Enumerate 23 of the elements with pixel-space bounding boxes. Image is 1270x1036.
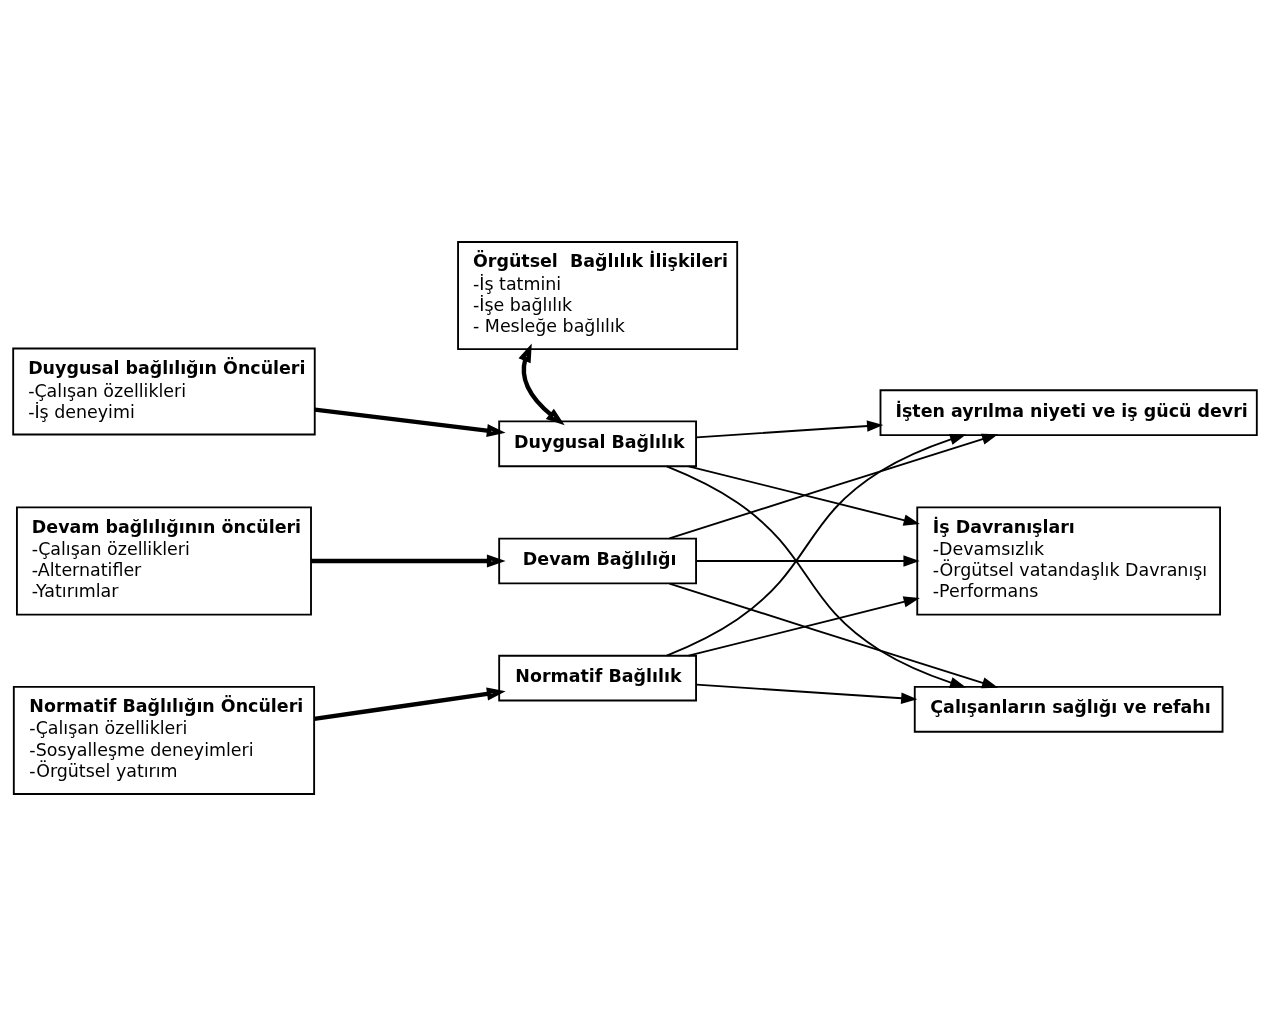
node-box: Devam bağlılığının öncüleri -Çalışan özellikleri -Alternatifler -Yatırımlar [16, 506, 312, 616]
arrow [695, 420, 884, 439]
arrow [313, 687, 506, 722]
arrow [695, 683, 918, 704]
node-box: İş Davranışları -Devamsızlık -Örgütsel vatandaşlık Davranışı -Performans [916, 506, 1221, 616]
arrow [665, 465, 967, 688]
arrow [518, 343, 565, 426]
node-box: Duygusal Bağlılık [498, 420, 697, 468]
arrow [665, 433, 967, 657]
node-box: Devam Bağlılığı [498, 537, 697, 585]
arrow [668, 433, 999, 540]
node-box: Çalışanların sağlığı ve refahı [913, 685, 1224, 733]
node-box: Normatif Bağlılık [498, 654, 697, 702]
arrow [687, 465, 920, 526]
node-box: Normatif Bağlılığın Öncüleri -Çalışan özellikleri -Sosyalleşme deneyimleri -Örgütsel yatırım [12, 685, 316, 795]
arrow [695, 555, 920, 567]
arrow [687, 596, 920, 657]
node-box: Duygusal bağlılığın Öncüleri -Çalışan özellikleri -İş deneyimi [12, 347, 316, 436]
arrow [668, 582, 999, 689]
node-box: İşten ayrılma niyeti ve iş gücü devri [879, 389, 1258, 437]
node-box: Örgütsel Bağlılık İlişkileri -İş tatmini -İşe bağlılık - Mesleğe bağlılık [457, 241, 739, 351]
arrow [311, 554, 506, 568]
arrow [314, 407, 506, 438]
